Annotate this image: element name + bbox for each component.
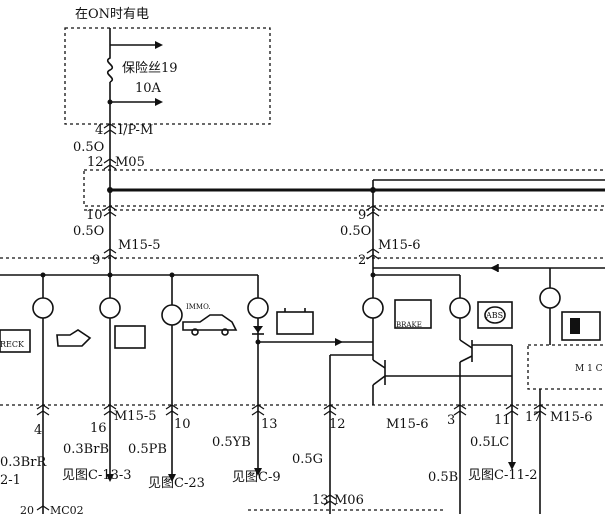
arrow-down-icon [168, 474, 176, 482]
fuse-icon [106, 45, 114, 83]
arrow-down-icon [106, 474, 114, 482]
connector-icon [323, 494, 337, 506]
ref-c23-link[interactable]: 见图C-23 [148, 476, 205, 491]
m06-pin-label: 13 [312, 493, 329, 508]
ref-left-label: 2-1 [0, 473, 21, 488]
ref-c1333-link[interactable]: 见图C-13-3 [62, 468, 132, 483]
m156-name-top-label: M15-6 [378, 238, 421, 253]
diode-icon [490, 264, 498, 272]
m156-bottom-right-name-label: M15-6 [550, 410, 593, 425]
connector-icon [103, 123, 117, 135]
fuse-box-outline [64, 27, 271, 125]
pin-17-label: 17 [525, 410, 542, 425]
fuel-pump-icon [570, 318, 580, 334]
arrow-down-icon [254, 468, 262, 476]
pin-13-label: 13 [261, 417, 278, 432]
pin-12-label: 12 [329, 417, 346, 432]
wire-05o-b-label: 0.5O [73, 224, 105, 239]
wire-05yb-label: 0.5YB [212, 435, 251, 450]
pin-10-label: 10 [174, 417, 191, 432]
wheel-icon [221, 328, 229, 336]
immo-lamp-text: IMMO. [186, 303, 211, 311]
m156-pin-split-label: 2 [358, 253, 367, 268]
arrow-right-icon [155, 41, 163, 49]
fuse-name-label: 保险丝19 [122, 61, 178, 76]
car-icon [182, 314, 238, 331]
mc02-name-label: MC02 [50, 504, 84, 517]
lamp-module [539, 268, 561, 345]
fuse-rating-label: 10A [135, 81, 161, 96]
wire-05o-c-label: 0.5O [340, 224, 372, 239]
m155-pin-top-label: 10 [86, 208, 103, 223]
wire-05pb-label: 0.5PB [128, 442, 167, 457]
power-condition-label: 在ON时有电 [75, 7, 150, 22]
ref-c9-link[interactable]: 见图C-9 [232, 470, 281, 485]
wire-05g-label: 0.5G [292, 452, 324, 467]
transistor-brake [329, 354, 386, 405]
ipm-name-label: I/P-M [118, 123, 154, 138]
lamp-abs [449, 275, 471, 340]
lamp-charge [247, 275, 269, 405]
brake-lamp-text: BRAKE [396, 321, 422, 329]
connector-icon [36, 505, 50, 511]
pin-4-label: 4 [34, 423, 43, 438]
lamp-oil [99, 275, 121, 405]
abs-lamp-text: ABS [486, 311, 504, 320]
pin-11-label: 11 [494, 413, 511, 428]
lamp-check [32, 275, 54, 405]
wire-05o-a-label: 0.5O [73, 140, 105, 155]
splice-box [83, 169, 605, 207]
m155-pin-split-label: 9 [92, 253, 101, 268]
transistor-abs [459, 339, 513, 405]
mc02-pin-label: 20 [20, 504, 34, 517]
m05-pin-label: 12 [87, 155, 104, 170]
battery-icon [276, 311, 314, 335]
m156-bottom-name-label: M15-6 [386, 417, 429, 432]
m05-name-label: M05 [115, 155, 145, 170]
brake-pad-icon [114, 325, 146, 349]
wire-03brb-label: 0.3BrB [63, 442, 109, 457]
wire-03brr-label: 0.3BrR [0, 455, 47, 470]
fuel-icon [561, 311, 601, 341]
pin-3-label: 3 [447, 413, 456, 428]
pin-16-label: 16 [90, 421, 107, 436]
ipm-pin-label: 4 [95, 123, 104, 138]
wheel-icon [191, 328, 199, 336]
check-lamp-text: RECK [0, 340, 24, 349]
m155-name-top-label: M15-5 [118, 238, 161, 253]
wire-05b-label: 0.5B [428, 470, 459, 485]
junction-dot [107, 99, 113, 105]
module-box [527, 344, 605, 390]
check-engine-icon [0, 329, 31, 353]
oil-can-icon [56, 329, 92, 347]
abs-circle [484, 306, 506, 324]
brake-warning-icon [394, 299, 432, 329]
m155-bottom-name-label: M15-5 [114, 409, 157, 424]
connector-icon [103, 158, 117, 170]
arrow-right-icon [155, 98, 163, 106]
module-label: M 1 C [575, 364, 603, 374]
lamp-brake [362, 275, 384, 360]
abs-warning-icon [477, 301, 513, 329]
wire-05lc-label: 0.5LC [470, 435, 510, 450]
lamp-immo [161, 275, 183, 405]
ref-c112-link[interactable]: 见图C-11-2 [468, 468, 538, 483]
m06-name-label: M06 [334, 493, 364, 508]
diode-icon [335, 338, 343, 346]
m156-pin-top-label: 9 [358, 208, 367, 223]
arrow-down-icon [508, 462, 516, 470]
